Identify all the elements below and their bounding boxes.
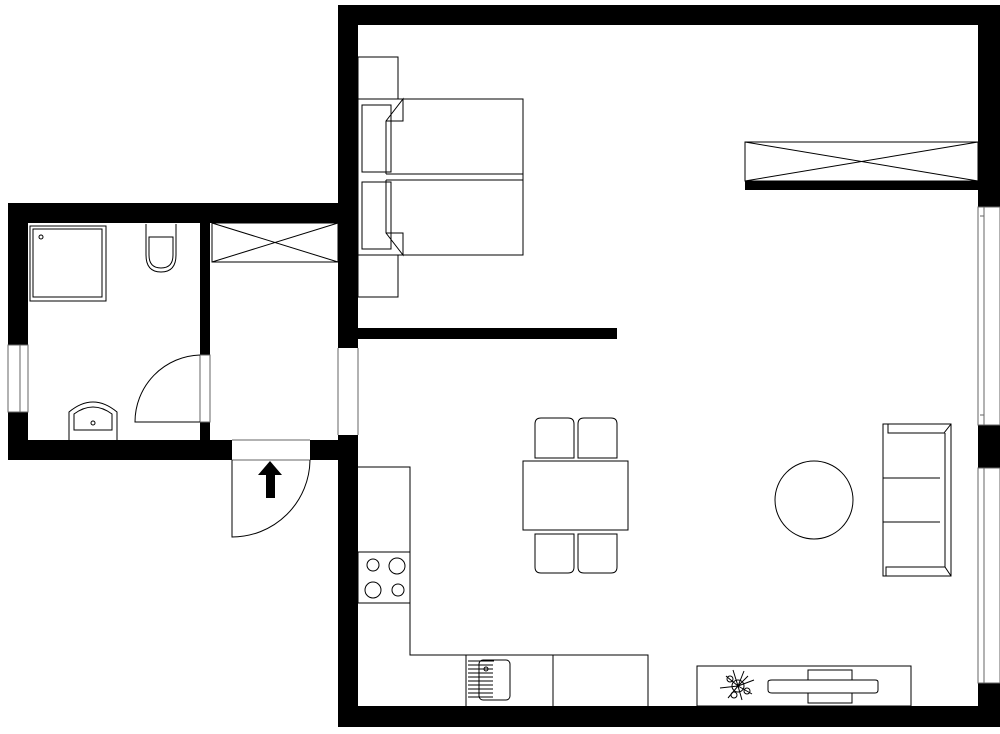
kitchen-counter	[358, 466, 649, 706]
opening-hall-to-living	[337, 348, 359, 435]
tv	[767, 669, 879, 704]
entry-door[interactable]	[231, 439, 311, 538]
window-bathroom	[7, 344, 29, 413]
partition-wall	[358, 328, 617, 339]
hall-closet	[211, 222, 339, 263]
window-right-lower	[977, 467, 1000, 684]
wardrobe	[744, 141, 979, 182]
arrow-up-icon	[258, 461, 282, 498]
dining-chair	[577, 417, 618, 459]
plant	[719, 669, 755, 701]
cooktop	[357, 551, 411, 604]
wardrobe-wall	[745, 181, 978, 190]
nightstand	[357, 56, 399, 100]
dining-chair	[534, 417, 575, 459]
sofa	[882, 423, 952, 577]
round-coffee-table	[774, 460, 854, 540]
shower	[29, 225, 107, 302]
dining-table	[522, 460, 629, 531]
tv-sideboard	[696, 665, 912, 707]
dining-chair	[577, 533, 618, 574]
left-walls	[8, 203, 338, 460]
double-bed	[357, 97, 524, 257]
main-walls	[338, 5, 1000, 727]
dining-chair	[534, 533, 575, 574]
kitchen-sink	[468, 659, 511, 701]
window-right-upper	[977, 206, 1000, 426]
nightstand	[357, 254, 399, 298]
washbasin	[68, 401, 118, 440]
toilet	[145, 224, 177, 273]
bathroom-door[interactable]	[134, 354, 211, 423]
